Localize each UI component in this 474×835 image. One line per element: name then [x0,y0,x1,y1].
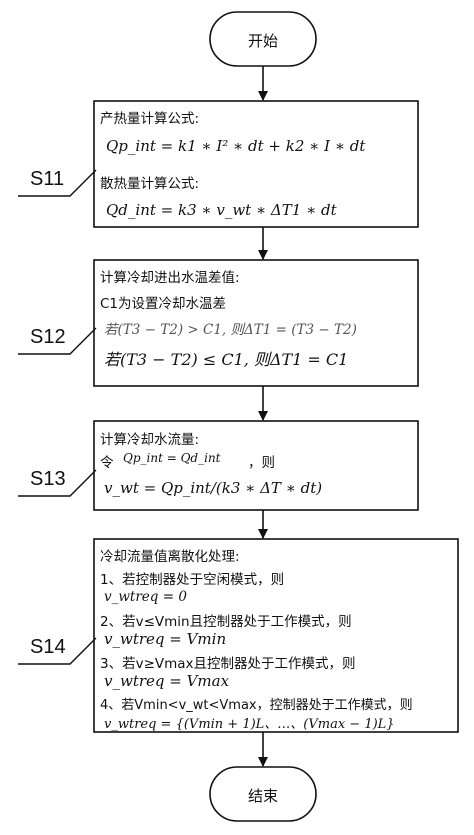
s14-step-label: S14 [30,636,66,658]
s11-box [93,100,419,228]
s14-discretization-title: 冷却流量值离散化处理: [100,549,240,565]
s14-item-1: 1、若控制器处于空闲模式，则 [100,572,285,588]
s11-heat-dissipation-title: 散热量计算公式: [100,176,200,192]
s14-box [93,538,459,733]
start-label: 开始 [247,32,278,50]
end-terminal [209,766,317,822]
s12-condition-less-equal-formula: 若(T3 − T2) ≤ C1, 则ΔT1 = C1 [104,350,349,369]
s12-leader-line [18,327,97,355]
s13-then-suffix: ，则 [248,455,275,471]
s14-leader-line [18,637,97,665]
s12-temperature-difference-title: 计算冷却进出水温差值: [100,270,240,286]
s11-leader-line [18,169,97,197]
s11-heat-generation-title: 产热量计算公式: [100,111,200,127]
s12-box [93,259,419,387]
s13-leader-line [18,469,97,497]
s14-item-2-formula: v_wtreq = Vmin [104,630,227,648]
s11-heat-dissipation-formula: Qd_int = k3 ∗ v_wt ∗ ΔT1 ∗ dt [106,201,337,219]
s14-item-3: 3、若v≥Vmax且控制器处于工作模式，则 [100,656,356,672]
end-label: 结束 [247,787,278,805]
s11-heat-generation-formula: Qp_int = k1 ∗ I² ∗ dt + k2 ∗ I ∗ dt [106,137,366,155]
s12-c1-description: C1为设置冷却水温差 [100,296,227,312]
s11-step-label: S11 [30,168,65,190]
s13-flow-formula: v_wt = Qp_int/(k3 ∗ ΔT ∗ dt) [104,479,323,497]
s14-item-4: 4、若Vmin<v_wt<Vmax，控制器处于工作模式，则 [100,698,413,713]
s13-box [93,420,419,511]
s12-condition-greater-formula: 若(T3 − T2) > C1, 则ΔT1 = (T3 − T2) [104,322,357,338]
s13-flow-title: 计算冷却水流量: [100,432,200,448]
s13-let-prefix: 令 [100,455,114,471]
s14-item-1-formula: v_wtreq = 0 [104,589,187,605]
s13-step-label: S13 [30,468,66,490]
s14-item-3-formula: v_wtreq = Vmax [104,672,230,690]
s14-item-4-formula: v_wtreq = {(Vmin + 1)L、…、(Vmax − 1)L} [104,717,395,732]
s13-equality-formula: Qp_int = Qd_int [123,451,221,465]
s12-step-label: S12 [30,326,66,348]
s14-item-2: 2、若v≤Vmin且控制器处于工作模式，则 [100,614,352,630]
